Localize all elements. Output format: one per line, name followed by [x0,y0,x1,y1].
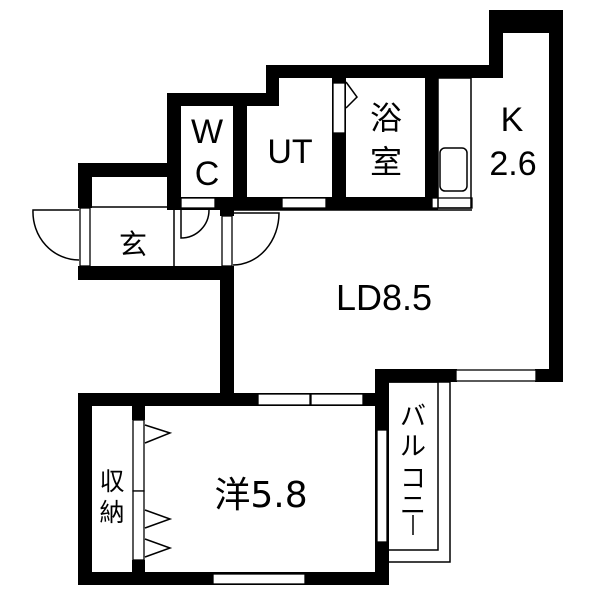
room-label-kitchen-size: 2.6 [489,145,536,183]
entrance-door-swing-icon [32,209,80,261]
room-label-bath-1: 浴 [370,99,402,137]
closet-door-marker-icon [144,538,173,558]
balcony-char: バ [400,402,426,432]
balcony-char: コ [400,464,426,494]
ld-door-swing-icon [232,212,280,266]
entrance-inner-door-swing-icon [180,209,210,239]
room-label-western-room: 洋5.8 [214,475,307,516]
windows [79,82,537,585]
room-label-entrance: 玄 [119,228,147,261]
kitchen-sink-icon [439,147,468,192]
room-label-storage-2: 納 [99,498,124,527]
room-label-wc-w: W [191,113,223,151]
room-label-living-dining: LD8.5 [336,277,432,318]
walls [78,10,563,585]
room-label-wc-c: C [195,155,220,193]
room-label-kitchen-k: K [501,101,524,139]
closet-door-marker-icon [144,424,173,444]
fixtures [92,77,472,563]
room-label-bath-2: 室 [370,143,402,181]
door-swing-marker-icon [345,81,358,109]
room-label-ut: UT [267,133,312,171]
room-label-balcony: バ ル コ ニ [400,402,426,535]
closet-door-marker-icon [144,509,173,529]
balcony-char: ル [400,432,426,462]
room-label-storage-1: 収 [99,467,124,496]
